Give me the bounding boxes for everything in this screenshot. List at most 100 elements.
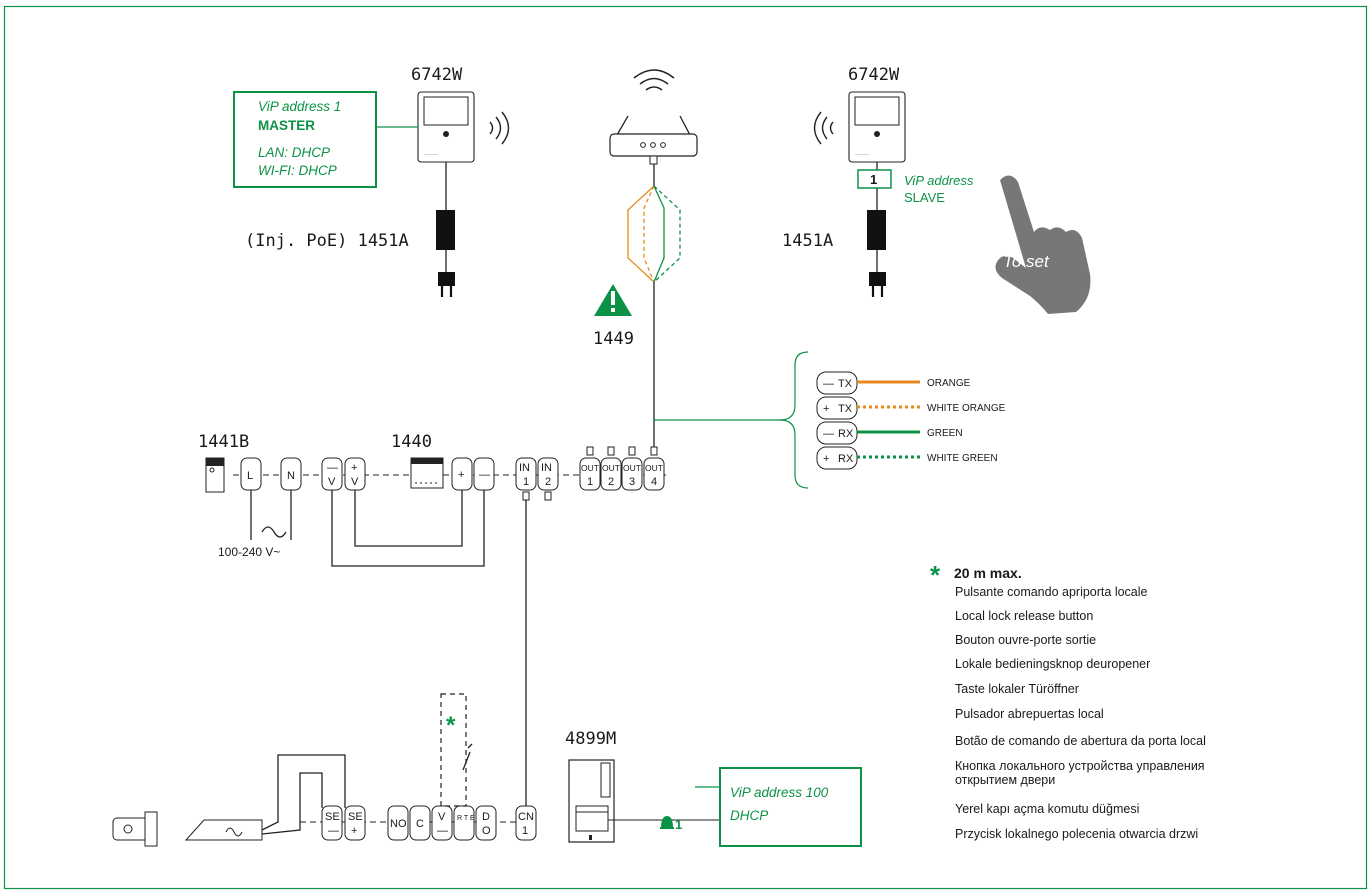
svg-text:+: + [351, 825, 357, 837]
svg-text:—: — [328, 825, 339, 837]
hand-icon: To set [995, 175, 1091, 314]
legend-star-icon: * [930, 560, 941, 590]
monitor-right-label: 6742W [848, 65, 900, 85]
terminal-no: NO [387, 805, 409, 841]
terminal-L: L [240, 457, 262, 491]
svg-text:+: + [351, 462, 357, 474]
svg-text:C: C [416, 818, 424, 830]
pinout-color-label: ORANGE [927, 378, 971, 389]
legend-item: Bouton ouvre-porte sortie [955, 633, 1096, 647]
svg-text:—: — [327, 462, 338, 474]
svg-text:N: N [287, 470, 295, 482]
terminal-out1: OUT 1 [579, 457, 601, 491]
master-line2: MASTER [258, 118, 315, 133]
svg-text:CN: CN [518, 811, 534, 823]
router [609, 115, 698, 165]
svg-text:1: 1 [523, 476, 529, 488]
svg-text:3: 3 [629, 476, 635, 488]
monitor-left-label: 6742W [411, 65, 463, 85]
pinout-color-label: WHITE GREEN [927, 453, 998, 464]
mains-label: 100-240 V~ [218, 545, 280, 559]
svg-text:OUT: OUT [645, 463, 663, 473]
master-box: ViP address 1 MASTER LAN: DHCP WI-FI: DH… [233, 91, 377, 188]
legend-item: Przycisk lokalnego polecenia otwarcia dr… [955, 827, 1198, 841]
poe-injector-right-label: 1451A [782, 231, 833, 251]
star-icon: * [446, 712, 456, 739]
terminal-v-plus: + V [344, 457, 366, 491]
terminal-switch-plus: + [451, 457, 473, 491]
address-switch[interactable]: 1 [857, 169, 892, 189]
master-line4: WI-FI: DHCP [258, 163, 337, 178]
svg-text:D: D [482, 811, 490, 823]
legend: * 20 m max. Pulsante comando apriporta l… [930, 560, 1206, 841]
bell-value: 1 [675, 817, 682, 832]
terminal-in2: IN 2 [537, 457, 559, 491]
terminal-switch-minus: — [473, 457, 495, 491]
legend-item: открытием двери [955, 773, 1055, 787]
wifi-router-icon [633, 69, 675, 91]
svg-text:RX: RX [838, 428, 854, 440]
legend-item: Pulsante comando apriporta locale [955, 585, 1148, 599]
legend-item: Local lock release button [955, 609, 1093, 623]
terminal-v-minus: — V [321, 457, 343, 491]
terminal-do: D O [475, 805, 497, 841]
terminal-c: C [409, 805, 431, 841]
legend-item: Lokale bedieningsknop deuropener [955, 657, 1150, 671]
outer-frame [3, 5, 1368, 890]
poe-injector-right [867, 210, 886, 250]
svg-text:·······: ······· [424, 152, 438, 158]
svg-text:RX: RX [838, 453, 854, 465]
terminal-v-minus-panel: V — [431, 805, 453, 841]
switch-label: 1440 [391, 432, 432, 452]
svg-text:+: + [823, 453, 829, 465]
door-panel [568, 759, 615, 843]
legend-item: Кнопка локального устройства управления [955, 759, 1205, 773]
door-panel-label: 4899M [565, 729, 616, 749]
poe-injector-left-label: (Inj. PoE) 1451A [245, 231, 409, 251]
svg-text:V: V [328, 476, 336, 488]
terminal-out4: OUT 4 [643, 457, 665, 491]
legend-item: Yerel kapı açma komutu düğmesi [955, 802, 1139, 816]
key-icon [443, 131, 449, 137]
master-line1: ViP address 1 [258, 99, 341, 114]
local-button-wiring: * [440, 693, 473, 807]
svg-text:—: — [479, 469, 490, 481]
plug-left-icon [438, 272, 455, 297]
terminal-N: N [280, 457, 302, 491]
svg-text:2: 2 [608, 476, 614, 488]
master-line3: LAN: DHCP [258, 145, 330, 160]
door-line1: ViP address 100 [730, 785, 829, 800]
monitor-right: ······· [848, 91, 906, 163]
door-line2: DHCP [730, 808, 768, 823]
wiring [250, 490, 527, 808]
svg-text:—: — [823, 428, 834, 440]
warning-icon [594, 284, 632, 316]
wifi-waves-left-icon [489, 111, 510, 145]
svg-text:O: O [482, 825, 491, 837]
router-warning-label: 1449 [593, 329, 634, 349]
svg-text:SE: SE [348, 811, 363, 823]
svg-text:SE: SE [325, 811, 340, 823]
svg-text:OUT: OUT [581, 463, 599, 473]
bell-icon [660, 816, 674, 829]
slave-line1: ViP address [904, 173, 974, 188]
terminal-rte: R T E [453, 805, 475, 841]
pinout-row: + RX WHITE GREEN [816, 446, 998, 470]
svg-text:R T E: R T E [457, 815, 475, 822]
terminal-se-plus: SE + [344, 805, 366, 841]
svg-text:2: 2 [545, 476, 551, 488]
svg-text:V: V [351, 476, 359, 488]
switch-icon [410, 457, 444, 489]
terminal-se-minus: SE — [321, 805, 343, 841]
key-icon [874, 131, 880, 137]
psu-icon [205, 457, 225, 493]
pinout-row: + TX WHITE ORANGE [816, 396, 1006, 420]
plug-right-icon [869, 272, 886, 297]
svg-text:+: + [823, 403, 829, 415]
slave-line2: SLAVE [904, 190, 945, 205]
svg-text:OUT: OUT [602, 463, 620, 473]
svg-text:V: V [438, 811, 446, 823]
svg-text:—: — [437, 825, 448, 837]
